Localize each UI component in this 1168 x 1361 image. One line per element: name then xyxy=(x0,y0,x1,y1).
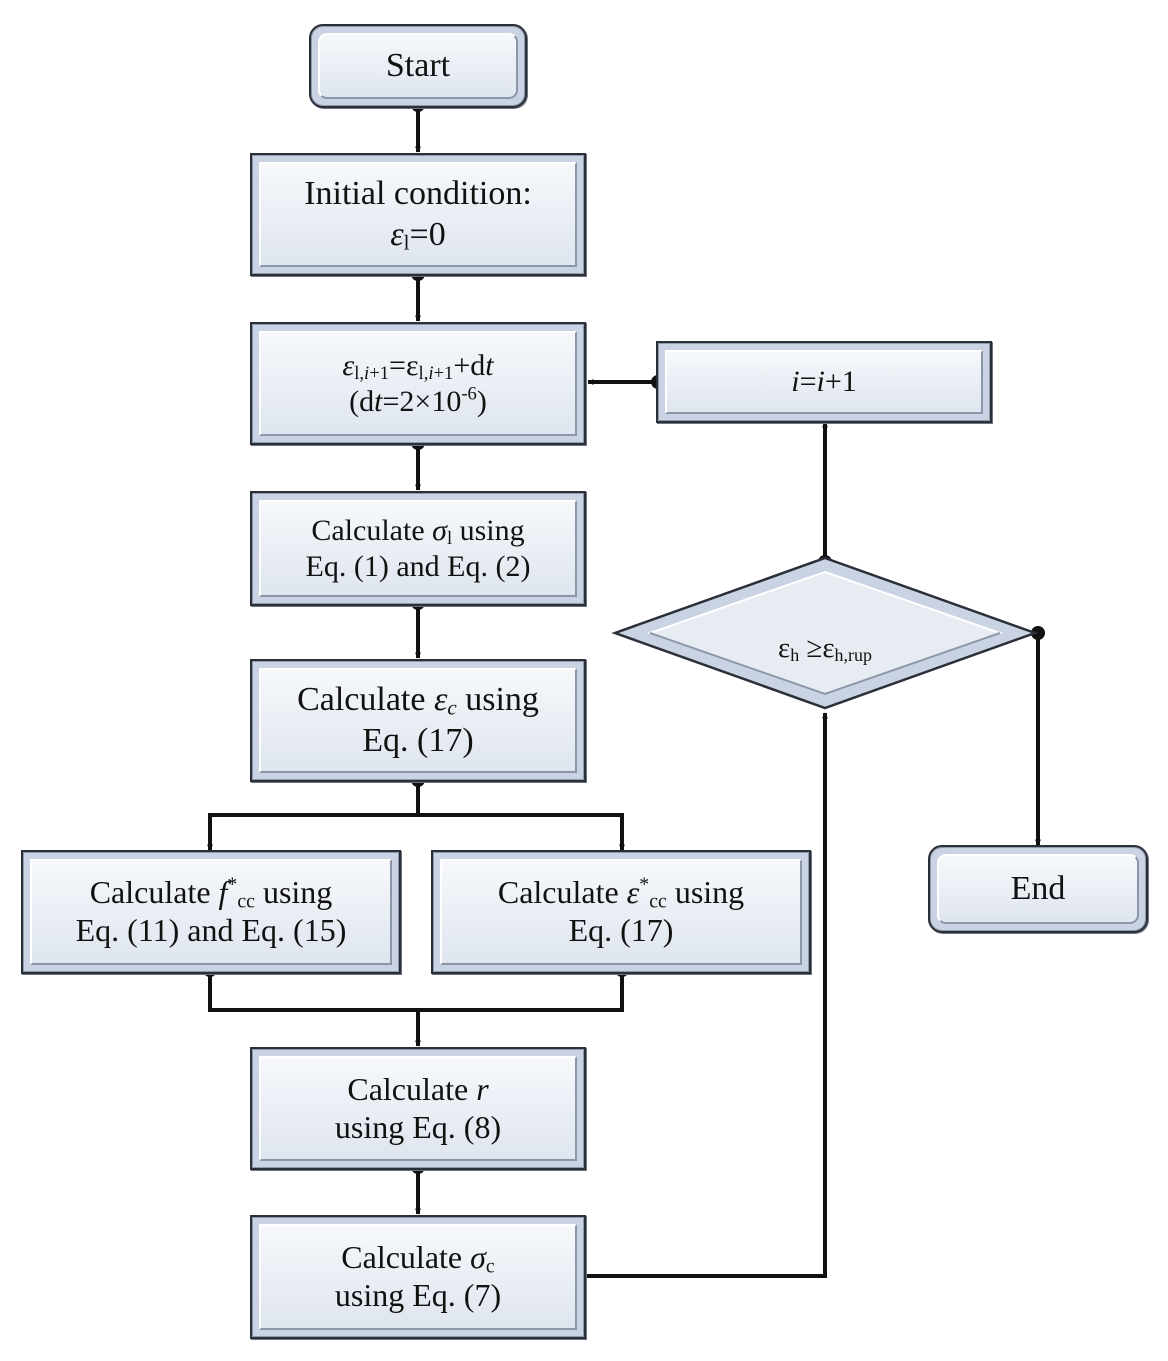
connector-eps-c-split-right xyxy=(418,813,625,851)
start-node: Start xyxy=(309,24,527,108)
calc-r-line1: Calculate r xyxy=(347,1070,489,1107)
calc-r-node: Calculate r using Eq. (8) xyxy=(250,1047,586,1170)
iteration-label: i=i+1 xyxy=(791,365,857,399)
calc-sigma-l-line1: Calculate σl using xyxy=(311,514,525,550)
decision-diamond xyxy=(611,556,1039,710)
initial-line1: Initial condition: xyxy=(304,175,532,213)
connector-eps-c-split xyxy=(207,780,420,851)
calc-epscc-node: Calculate ε*cc using Eq. (17) xyxy=(431,850,811,974)
calc-sigma-l-line2: Eq. (1) and Eq. (2) xyxy=(305,549,531,583)
iteration-node: i=i+1 xyxy=(656,341,992,423)
calc-sigma-c-line2: using Eq. (7) xyxy=(334,1277,502,1313)
calc-eps-c-line2: Eq. (17) xyxy=(362,721,474,759)
calc-eps-c-node: Calculate εc using Eq. (17) xyxy=(250,659,586,782)
increment-node: εl,i+1=εl,i+1+dt (dt=2×10-6) xyxy=(250,322,586,445)
calc-fcc-line2: Eq. (11) and Eq. (15) xyxy=(75,912,347,948)
start-label: Start xyxy=(385,46,451,84)
calc-fcc-line1: Calculate f*cc using xyxy=(89,873,333,913)
increment-line1: εl,i+1=εl,i+1+dt xyxy=(342,349,494,385)
initial-condition-node: Initial condition: εl=0 xyxy=(250,153,586,276)
calc-epscc-line2: Eq. (17) xyxy=(568,912,674,948)
calc-epscc-line1: Calculate ε*cc using xyxy=(497,873,745,913)
decision-label: εh ≥εh,rup xyxy=(778,631,872,665)
calc-sigma-c-line1: Calculate σc xyxy=(341,1239,495,1278)
calc-sigma-l-node: Calculate σl using Eq. (1) and Eq. (2) xyxy=(250,491,586,606)
end-label: End xyxy=(1010,869,1066,907)
end-node: End xyxy=(928,845,1148,933)
calc-r-line2: using Eq. (8) xyxy=(334,1108,502,1145)
initial-line2: εl=0 xyxy=(390,215,446,255)
increment-line2: (dt=2×10-6) xyxy=(349,382,487,418)
calc-sigma-c-node: Calculate σc using Eq. (7) xyxy=(250,1215,586,1339)
connector-merge-left xyxy=(208,970,624,1012)
calc-fcc-node: Calculate f*cc using Eq. (11) and Eq. (1… xyxy=(21,850,401,974)
calc-eps-c-line1: Calculate εc using xyxy=(297,681,539,721)
connector-sigma-c-decision xyxy=(580,712,828,1278)
